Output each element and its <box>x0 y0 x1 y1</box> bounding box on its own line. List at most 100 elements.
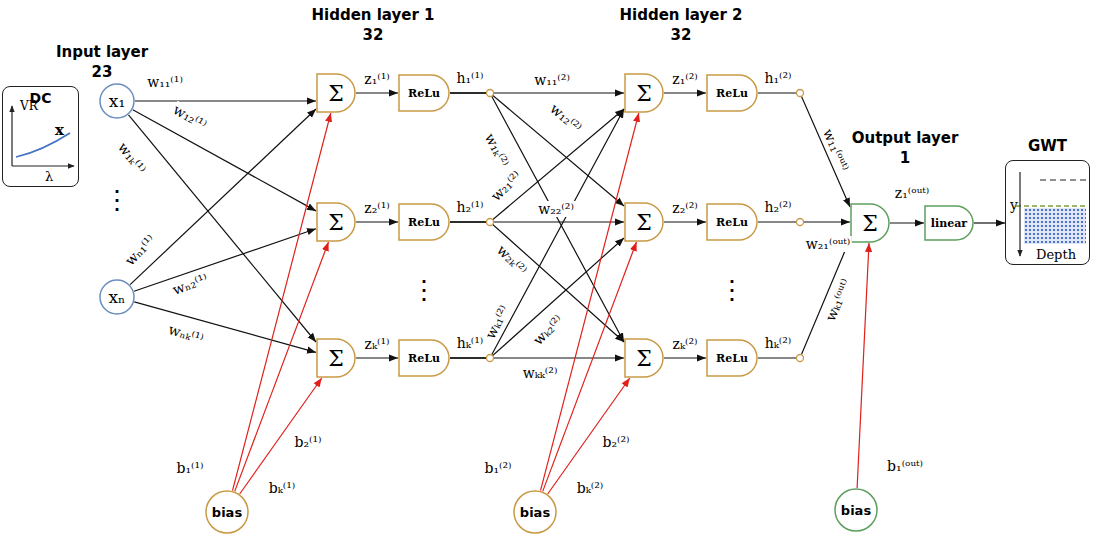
node-outline <box>399 340 449 376</box>
connection-arrow <box>134 302 316 353</box>
connection-arrow <box>134 229 316 291</box>
node-outline <box>317 74 355 112</box>
output-dot <box>797 219 804 226</box>
neuron-count: 32 <box>670 26 693 44</box>
activation-node: ReLu <box>398 339 450 377</box>
node-outline <box>399 204 449 240</box>
connection-arrow <box>890 222 924 223</box>
node-outline <box>206 491 248 533</box>
layer-heading: Hidden layer 1 <box>310 6 435 24</box>
connection-arrow <box>450 357 624 358</box>
pre-activation-label: z₁⁽²⁾ <box>671 71 698 87</box>
weight-label: wₖ₁⁽²⁾ <box>481 302 512 342</box>
connection-arrow <box>450 93 624 206</box>
node-text: ReLu <box>716 216 748 229</box>
sum-node: Σ <box>850 203 890 243</box>
node-outline <box>625 203 663 241</box>
layer-heading: Input layer <box>55 43 149 61</box>
node-outline <box>925 206 973 240</box>
bias-label: b₂⁽²⁾ <box>601 434 630 450</box>
curve-label: x <box>55 121 64 139</box>
pre-activation-label: z₂⁽²⁾ <box>671 200 698 216</box>
input-neuron: xₙ <box>99 279 135 315</box>
output-dot <box>797 355 804 362</box>
node-text: Σ <box>328 210 344 235</box>
connection-arrow <box>450 109 624 222</box>
node-text: x₁ <box>109 91 125 111</box>
connection-arrow <box>135 100 316 101</box>
bias-label: bₖ⁽²⁾ <box>576 480 605 496</box>
input-neuron: x₁ <box>99 83 135 119</box>
connection-arrow <box>130 109 316 285</box>
bias-label: bₖ⁽¹⁾ <box>268 480 297 496</box>
neuron-count: 1 <box>899 149 911 167</box>
axis-label: VR <box>20 99 38 113</box>
node-outline <box>514 491 556 533</box>
activation-label: hₖ⁽¹⁾ <box>456 335 485 351</box>
weight-label: wₙ₂⁽¹⁾ <box>169 270 210 298</box>
pre-activation-label: zₖ⁽²⁾ <box>672 336 699 352</box>
weight-label: w₁₂⁽²⁾ <box>546 100 585 136</box>
activation-label: hₖ⁽²⁾ <box>764 335 793 351</box>
node-text: Σ <box>862 211 878 236</box>
connection-arrow <box>450 238 624 358</box>
axis-label: Depth <box>1036 247 1076 262</box>
node-text: bias <box>841 503 871 518</box>
node-outline <box>399 75 449 111</box>
node-outline <box>625 339 663 377</box>
weight-label: w₂₁⁽ᵒᵘᵗ⁾ <box>805 236 852 252</box>
weight-label: w₂₁⁽²⁾ <box>487 167 525 205</box>
axis-line <box>12 165 74 166</box>
node-text: ReLu <box>408 216 440 229</box>
groundwater-sketch <box>1016 172 1087 256</box>
activation-label: h₂⁽¹⁾ <box>455 199 484 215</box>
weight-label: wₙₖ⁽¹⁾ <box>166 321 207 347</box>
bias-label: b₁⁽ᵒᵘᵗ⁾ <box>886 458 924 474</box>
pre-activation-label: z₂⁽¹⁾ <box>363 200 390 216</box>
sum-node: Σ <box>316 338 356 378</box>
layer-heading: Hidden layer 2 <box>618 6 743 24</box>
ellipsis: ⋮ <box>718 275 746 305</box>
depth-marker: y <box>1010 197 1018 213</box>
activation-node: ReLu <box>706 339 758 377</box>
sum-node: Σ <box>624 338 664 378</box>
connection-arrow <box>356 357 398 358</box>
input-curve-box: DCVRxλ <box>2 86 79 187</box>
bias-node: bias <box>513 490 557 534</box>
bias-label: b₁⁽¹⁾ <box>175 460 204 476</box>
node-outline <box>317 203 355 241</box>
weight-label: wₖ₁⁽ᵒᵘᵗ⁾ <box>822 276 855 325</box>
sum-node: Σ <box>624 202 664 242</box>
weight-label: wₖₖ⁽²⁾ <box>522 365 559 381</box>
output-dot <box>487 219 494 226</box>
weight-label: w₁₁⁽²⁾ <box>533 72 571 88</box>
node-outline <box>707 204 757 240</box>
output-dot <box>487 355 494 362</box>
node-text: Σ <box>636 210 652 235</box>
node-outline <box>317 339 355 377</box>
panel-title: DC <box>3 90 78 106</box>
bias-arrow <box>235 242 329 491</box>
node-outline <box>707 75 757 111</box>
bias-node: bias <box>205 490 249 534</box>
bias-arrow <box>857 243 869 488</box>
activation-node: ReLu <box>398 203 450 241</box>
neuron-count: 23 <box>91 63 114 81</box>
output-dot <box>797 90 804 97</box>
connection-arrow <box>356 221 398 222</box>
depth-axis <box>1019 172 1020 256</box>
axis-line <box>11 106 12 166</box>
dispersion-curve-plot <box>12 106 74 166</box>
connection-arrow <box>974 222 1005 223</box>
node-text: ReLu <box>716 87 748 100</box>
sum-node: Σ <box>316 73 356 113</box>
connection-arrow <box>450 93 624 342</box>
node-text: Σ <box>636 346 652 371</box>
node-outline <box>625 74 663 112</box>
pre-activation-label: zₖ⁽¹⁾ <box>364 336 391 352</box>
pre-activation-label: z₁⁽¹⁾ <box>363 71 390 87</box>
connection-arrow <box>450 222 624 342</box>
activation-node: linear <box>924 205 974 241</box>
connection-arrow <box>450 109 624 358</box>
groundwater-box: GWTyDepth <box>1005 160 1090 265</box>
